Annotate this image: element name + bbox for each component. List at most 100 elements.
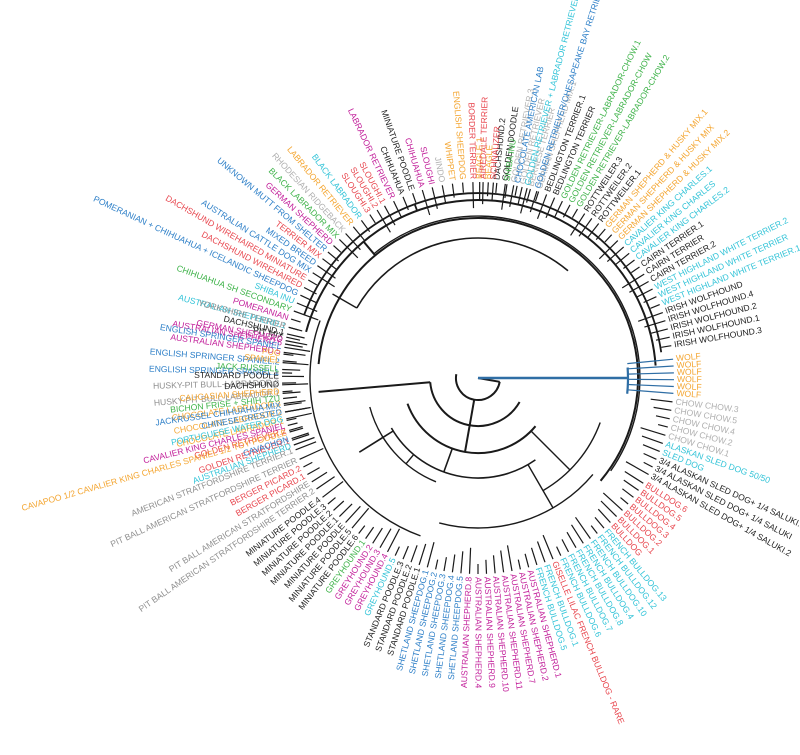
branch xyxy=(604,234,613,243)
branch xyxy=(500,550,505,573)
branch xyxy=(517,559,521,570)
branch xyxy=(291,433,310,441)
branch xyxy=(287,422,298,426)
branch xyxy=(441,185,447,204)
branch xyxy=(426,542,435,568)
branch xyxy=(299,447,324,460)
branch xyxy=(283,396,298,400)
branch xyxy=(303,461,313,468)
branch xyxy=(286,412,312,420)
branch xyxy=(602,492,623,511)
branch xyxy=(311,471,328,483)
branch xyxy=(402,196,409,211)
branch xyxy=(412,193,417,203)
leaf-label: AUSTRALIAN SHEPHERD.8 xyxy=(459,576,474,688)
branch xyxy=(517,186,523,205)
branch xyxy=(405,454,415,465)
branch xyxy=(623,479,639,491)
branch xyxy=(386,528,401,553)
branch xyxy=(640,427,666,436)
branch xyxy=(514,185,518,196)
leaf-label: JINDO xyxy=(433,156,448,183)
branch xyxy=(295,441,317,451)
branch xyxy=(443,557,447,572)
branch xyxy=(451,183,455,198)
branch xyxy=(606,246,625,263)
branch xyxy=(282,368,301,371)
branch xyxy=(554,200,563,218)
branch xyxy=(595,228,606,240)
leaf-label: PUG xyxy=(261,346,281,358)
branch xyxy=(358,430,394,453)
leaf-label: WOLF xyxy=(677,381,702,392)
branch xyxy=(590,525,598,534)
branch-arc xyxy=(542,422,601,492)
branch xyxy=(641,435,663,444)
branch xyxy=(614,252,630,266)
leaf-label: BORDER TERRIER xyxy=(467,102,479,179)
branch xyxy=(383,205,396,226)
branch xyxy=(293,310,319,321)
branch xyxy=(526,188,531,203)
branch-arc xyxy=(406,403,537,455)
branch xyxy=(283,351,306,356)
branch xyxy=(556,546,562,556)
branch xyxy=(282,383,309,386)
branch xyxy=(468,547,472,574)
branch xyxy=(472,182,475,209)
branch-arc xyxy=(373,215,641,472)
branch xyxy=(285,340,308,346)
branch xyxy=(594,517,605,529)
branch xyxy=(284,343,303,348)
branch xyxy=(575,516,591,539)
branch-arc xyxy=(309,320,421,537)
branch xyxy=(462,182,464,193)
branch xyxy=(300,294,317,304)
leaf-label: BEAGLE.1 xyxy=(474,137,484,179)
branch xyxy=(282,390,293,393)
branch-arc xyxy=(429,382,521,428)
branch xyxy=(413,203,418,212)
branch xyxy=(362,240,376,257)
branch xyxy=(317,265,336,279)
branch xyxy=(352,226,366,242)
branch xyxy=(286,336,301,341)
branch xyxy=(468,399,476,426)
branch xyxy=(495,182,498,193)
branch xyxy=(524,553,530,568)
branch xyxy=(597,508,611,523)
branch xyxy=(636,288,653,298)
leaf-label: STANDARD POODLE xyxy=(194,370,279,381)
branch xyxy=(303,286,317,295)
branch xyxy=(661,345,672,348)
leaf-label: JACK RUSSELL xyxy=(216,361,280,374)
branch xyxy=(529,190,538,213)
branch xyxy=(345,233,361,251)
branch xyxy=(644,320,666,328)
branch xyxy=(630,266,640,274)
branch xyxy=(307,467,320,476)
branch xyxy=(570,524,584,544)
branch-arc xyxy=(626,367,630,394)
branch xyxy=(492,555,496,574)
branch xyxy=(501,183,506,210)
branch-arc xyxy=(305,198,657,366)
branch xyxy=(282,362,309,366)
branch xyxy=(600,500,618,518)
branch xyxy=(410,545,418,563)
branch xyxy=(282,360,297,363)
branch xyxy=(284,346,311,352)
branch xyxy=(451,554,456,573)
branch xyxy=(322,258,338,271)
branch xyxy=(627,372,674,375)
branch xyxy=(372,527,383,544)
branch xyxy=(571,208,579,219)
branch-arc xyxy=(439,473,594,529)
branch xyxy=(566,531,577,549)
branch xyxy=(527,464,554,509)
branch xyxy=(536,541,546,563)
leaf-label: DACHSHUND xyxy=(224,379,279,391)
leaf-label: HUSKY-PIT BULL-LABRADOR.2 xyxy=(153,377,280,390)
branch xyxy=(338,503,353,518)
